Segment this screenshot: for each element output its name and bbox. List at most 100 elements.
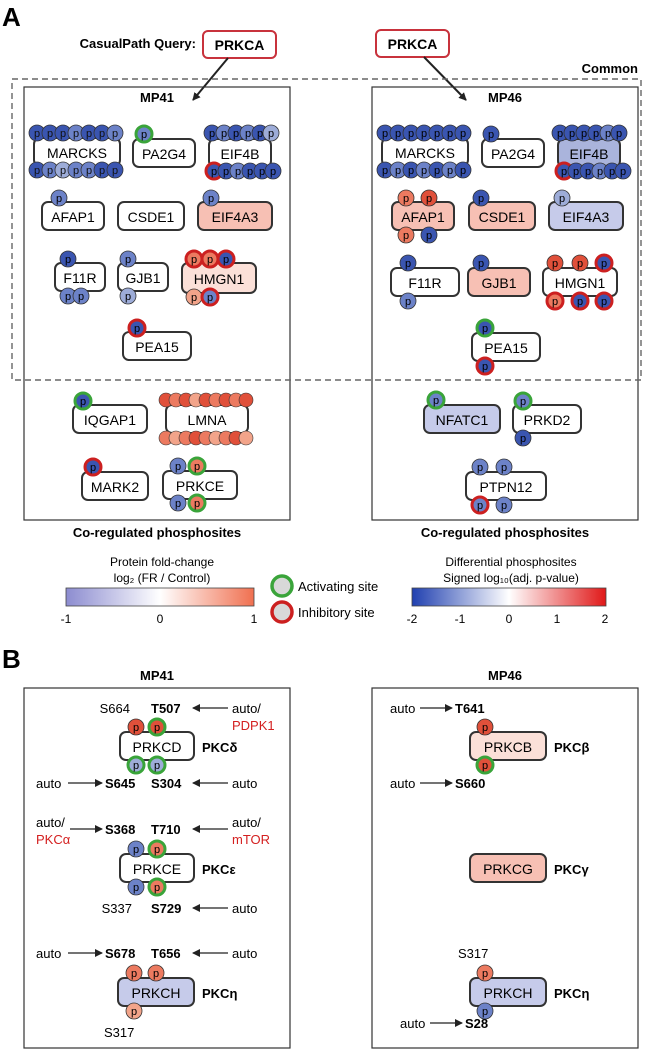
legend-phospho-tick: 0 <box>506 612 513 626</box>
svg-text:p: p <box>482 323 488 335</box>
svg-text:p: p <box>221 128 227 140</box>
svg-text:PTPN12: PTPN12 <box>480 479 533 495</box>
svg-text:p: p <box>477 462 483 474</box>
mp46-afap1: AFAP1 p p p p <box>391 189 455 244</box>
legend-phospho-tick: 2 <box>602 612 609 626</box>
svg-text:p: p <box>60 128 66 140</box>
mp46-prkd2: PRKD2 p p <box>512 391 582 447</box>
svg-text:p: p <box>257 128 263 140</box>
svg-text:p: p <box>447 165 453 177</box>
svg-text:p: p <box>154 882 160 894</box>
svg-text:p: p <box>245 128 251 140</box>
prkcg-module: PRKCG PKCγ <box>469 853 589 883</box>
svg-text:p: p <box>73 128 79 140</box>
svg-text:p: p <box>191 254 197 266</box>
svg-text:p: p <box>403 230 409 242</box>
query-protein-1: PRKCA <box>215 37 265 53</box>
legend-protein-subtitle: log₂ (FR / Control) <box>114 571 211 585</box>
common-label: Common <box>582 61 638 76</box>
svg-text:p: p <box>585 166 591 178</box>
svg-text:GJB1: GJB1 <box>481 275 516 291</box>
mp46-hmgn1: HMGN1 p p p p p p <box>542 253 618 311</box>
svg-text:p: p <box>154 844 160 856</box>
prkch-right-module: S317 PRKCH PKCη p p auto S28 <box>400 946 589 1031</box>
mp41-afap1: AFAP1 p <box>41 189 105 231</box>
prkcb-t641: T641 <box>455 701 485 716</box>
query-box-1 <box>202 30 277 59</box>
mp46-gjb1: GJB1 p <box>467 254 531 297</box>
svg-text:p: p <box>112 128 118 140</box>
svg-text:p: p <box>616 128 622 140</box>
svg-text:auto: auto <box>400 1016 425 1031</box>
mp46-title: MP46 <box>488 90 522 105</box>
svg-text:p: p <box>520 396 526 408</box>
prkce-s368: S368 <box>105 822 135 837</box>
legend-protein-tick: 0 <box>157 612 164 626</box>
svg-text:PRKCH: PRKCH <box>131 985 180 1001</box>
prkch-left-family: PKCη <box>202 986 237 1001</box>
legend-phospho-tick: -1 <box>455 612 466 626</box>
inhibitory-site-swatch <box>270 600 294 624</box>
prkcb-s660: S660 <box>455 776 485 791</box>
svg-text:p: p <box>460 165 466 177</box>
mp46-marcks-sites: p p p p p p p p p p p p p p <box>376 124 472 179</box>
svg-text:PEA15: PEA15 <box>135 339 179 355</box>
panel-b-mp46-title: MP46 <box>488 668 522 683</box>
svg-text:PRKCH: PRKCH <box>483 985 532 1001</box>
svg-text:F11R: F11R <box>408 275 441 291</box>
prkch-t656: T656 <box>151 946 181 961</box>
svg-text:p: p <box>408 165 414 177</box>
svg-text:p: p <box>482 722 488 734</box>
mp46-pa2g4: PA2G4 p <box>481 125 545 168</box>
svg-text:PKCα: PKCα <box>36 832 71 847</box>
svg-text:p: p <box>99 165 105 177</box>
svg-text:p: p <box>395 128 401 140</box>
mp41-eif4a3: EIF4A3 p <box>197 189 273 231</box>
legend-phospho-colorbar <box>411 587 607 607</box>
svg-text:p: p <box>501 500 507 512</box>
prkcd-t507: T507 <box>151 701 181 716</box>
svg-text:p: p <box>175 461 181 473</box>
svg-text:mTOR: mTOR <box>232 832 270 847</box>
mp41-pea15: PEA15 p <box>122 318 192 361</box>
svg-text:GJB1: GJB1 <box>125 270 160 286</box>
prkch-right-s28: S28 <box>465 1016 488 1031</box>
legend-phospho-title: Differential phosphosites <box>445 555 576 569</box>
svg-text:p: p <box>395 165 401 177</box>
svg-text:MARK2: MARK2 <box>91 479 139 495</box>
svg-text:p: p <box>559 193 565 205</box>
mp46-csde1: CSDE1 p <box>468 189 536 231</box>
svg-text:CSDE1: CSDE1 <box>128 209 175 225</box>
mp41-pa2g4: PA2G4 p <box>132 124 196 168</box>
svg-text:p: p <box>80 396 86 408</box>
svg-text:MARCKS: MARCKS <box>395 145 455 161</box>
svg-text:p: p <box>223 254 229 266</box>
prkcb-family: PKCβ <box>554 740 589 755</box>
svg-text:p: p <box>60 165 66 177</box>
mp46-f11r: F11R p p <box>390 254 460 310</box>
prkch-s678: S678 <box>105 946 135 961</box>
svg-text:p: p <box>403 193 409 205</box>
svg-text:p: p <box>482 1006 488 1018</box>
svg-text:EIF4B: EIF4B <box>570 146 609 162</box>
prkcd-s645: S645 <box>105 776 135 791</box>
svg-text:auto: auto <box>390 701 415 716</box>
svg-text:EIF4A3: EIF4A3 <box>563 209 610 225</box>
prkce-s729: S729 <box>151 901 181 916</box>
prkcg-family: PKCγ <box>554 862 589 877</box>
svg-text:p: p <box>259 166 265 178</box>
svg-text:PA2G4: PA2G4 <box>491 146 535 162</box>
svg-text:p: p <box>208 193 214 205</box>
legend-protein-tick: -1 <box>61 612 72 626</box>
prkcd-module: S664 T507 auto/ PDPK1 PRKCD PKCδ p p p p… <box>36 701 275 791</box>
svg-text:p: p <box>552 258 558 270</box>
svg-text:p: p <box>477 500 483 512</box>
svg-text:IQGAP1: IQGAP1 <box>84 412 136 428</box>
svg-text:auto: auto <box>232 901 257 916</box>
svg-text:p: p <box>223 166 229 178</box>
svg-text:p: p <box>211 166 217 178</box>
mp46-box <box>371 86 639 521</box>
svg-text:p: p <box>609 166 615 178</box>
svg-text:PRKCB: PRKCB <box>484 739 532 755</box>
activating-site-swatch <box>270 574 294 598</box>
